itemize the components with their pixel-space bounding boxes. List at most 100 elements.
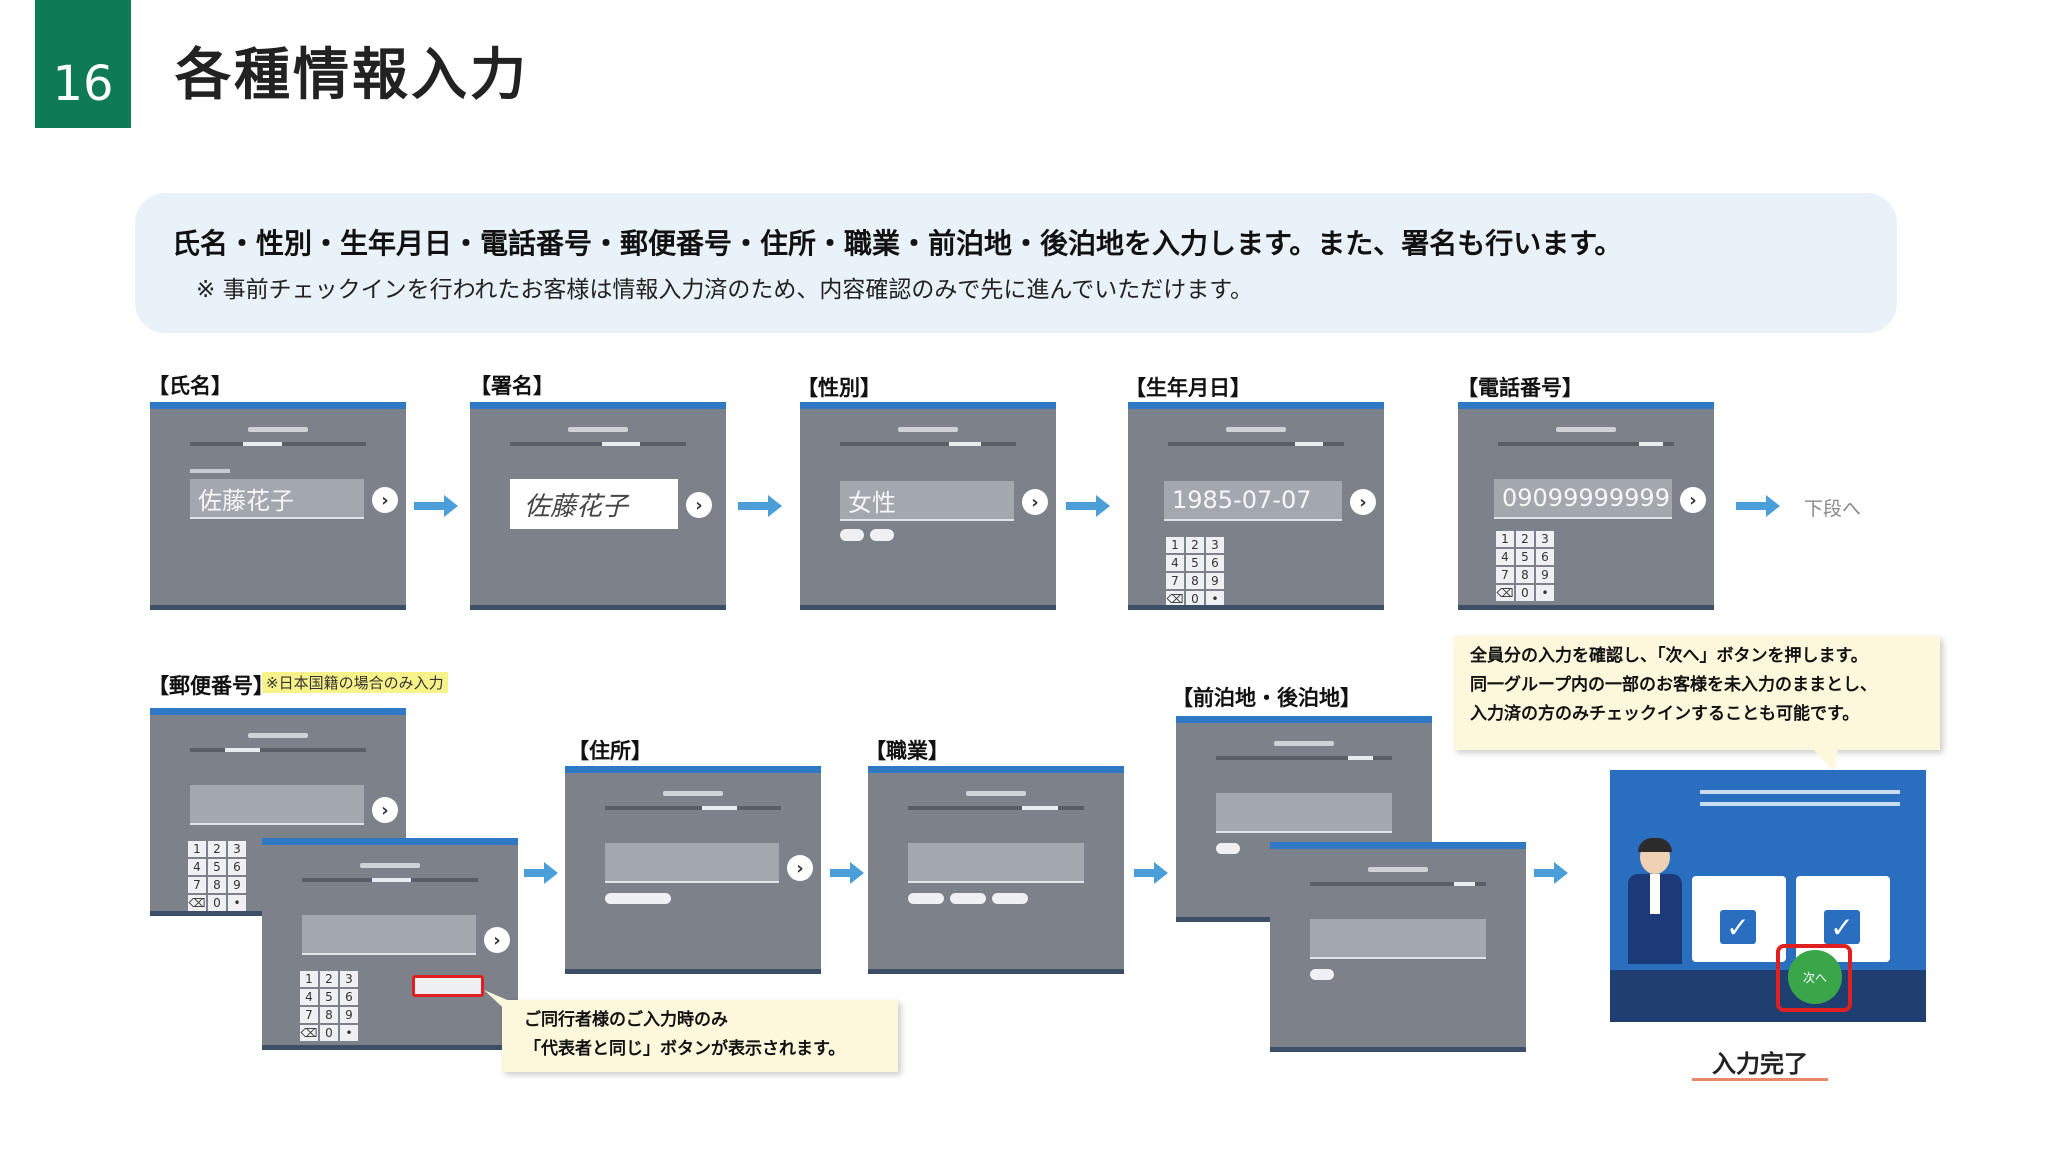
keypad-key[interactable]: 9 — [228, 877, 246, 893]
next-icon[interactable]: › — [372, 487, 398, 513]
stay-before-field[interactable] — [1216, 793, 1392, 833]
job-option-button[interactable] — [908, 893, 944, 904]
keypad-key[interactable]: 8 — [320, 1007, 338, 1023]
arrow-icon — [1066, 495, 1110, 517]
keypad-key[interactable]: 8 — [1516, 567, 1534, 583]
gender-option-button[interactable] — [870, 529, 894, 541]
none-button[interactable] — [1310, 969, 1334, 980]
keypad-key[interactable]: 8 — [1186, 573, 1204, 589]
keypad-key[interactable]: 2 — [208, 841, 226, 857]
next-icon[interactable]: › — [1022, 489, 1048, 515]
guest-card[interactable]: ✓ — [1692, 876, 1786, 962]
keypad-key[interactable]: 0 — [320, 1025, 338, 1041]
keypad-key[interactable]: 7 — [300, 1007, 318, 1023]
next-icon[interactable]: › — [686, 492, 712, 518]
step-label-stay: 【前泊地・後泊地】 — [1172, 686, 1361, 710]
keypad-key[interactable]: 2 — [320, 971, 338, 987]
next-icon[interactable]: › — [484, 927, 510, 953]
none-button[interactable] — [1216, 843, 1240, 854]
keypad-key[interactable]: 2 — [1516, 531, 1534, 547]
keypad-key[interactable]: 9 — [340, 1007, 358, 1023]
keypad-key[interactable]: 3 — [340, 971, 358, 987]
keypad-key[interactable]: 4 — [188, 859, 206, 875]
checkbox-icon[interactable]: ✓ — [1824, 910, 1860, 944]
keypad-key[interactable]: 1 — [1166, 537, 1184, 553]
arrow-icon — [738, 495, 782, 517]
keypad-key[interactable]: 2 — [1186, 537, 1204, 553]
keypad-key[interactable]: ⌫ — [300, 1025, 318, 1041]
next-icon[interactable]: › — [787, 855, 813, 881]
job-field[interactable] — [908, 843, 1084, 883]
gender-option-button[interactable] — [840, 529, 864, 541]
same-as-representative-button[interactable] — [412, 975, 484, 997]
postal-field[interactable] — [190, 785, 364, 825]
keypad-key[interactable]: 7 — [188, 877, 206, 893]
keypad-key[interactable]: 3 — [1536, 531, 1554, 547]
keypad-key[interactable]: 1 — [1496, 531, 1514, 547]
step-label-name: 【氏名】 — [148, 374, 232, 398]
keypad-key[interactable]: 1 — [188, 841, 206, 857]
callout-pointer — [1812, 748, 1838, 772]
keypad-key[interactable]: 5 — [208, 859, 226, 875]
page-number: 16 — [35, 0, 131, 128]
keypad-key[interactable]: ⌫ — [1496, 585, 1514, 601]
keypad-key[interactable]: 5 — [1516, 549, 1534, 565]
birthday-field[interactable]: 1985-07-07 — [1164, 481, 1342, 521]
next-button[interactable]: 次へ — [1788, 950, 1842, 1004]
keypad-key[interactable]: 6 — [1206, 555, 1224, 571]
phone-field[interactable]: 09099999999 — [1494, 479, 1672, 519]
keypad-key[interactable]: 0 — [1186, 591, 1204, 605]
checkbox-icon[interactable]: ✓ — [1720, 910, 1756, 944]
gender-field[interactable]: 女性 — [840, 481, 1014, 521]
keypad-key[interactable]: 3 — [228, 841, 246, 857]
name-field[interactable]: 佐藤花子 — [190, 479, 364, 519]
keypad-key[interactable]: 6 — [228, 859, 246, 875]
keypad-key[interactable]: 3 — [1206, 537, 1224, 553]
next-icon[interactable]: › — [1680, 487, 1706, 513]
keypad-key[interactable]: 8 — [208, 877, 226, 893]
keypad-key[interactable]: ⌫ — [1166, 591, 1184, 606]
keypad-key[interactable]: 9 — [1536, 567, 1554, 583]
tablet-name: 佐藤花子 › — [150, 402, 406, 610]
page-title: 各種情報入力 — [175, 43, 529, 108]
keypad-key[interactable]: • — [1536, 585, 1554, 601]
keypad-key[interactable]: 4 — [1166, 555, 1184, 571]
keypad-key[interactable]: 4 — [1496, 549, 1514, 565]
callout-pointer — [484, 990, 512, 1016]
keypad-key[interactable]: 6 — [1536, 549, 1554, 565]
next-icon[interactable]: › — [372, 797, 398, 823]
postal-note-tag: ※日本国籍の場合のみ入力 — [262, 672, 448, 693]
keypad-key[interactable]: 7 — [1496, 567, 1514, 583]
next-icon[interactable]: › — [1350, 489, 1376, 515]
keypad-key[interactable]: ⌫ — [188, 895, 206, 911]
intro-panel — [135, 193, 1897, 333]
keypad-key[interactable]: 4 — [300, 989, 318, 1005]
keypad-key[interactable]: • — [1206, 591, 1224, 605]
address-search-button[interactable] — [605, 893, 671, 904]
address-field[interactable] — [605, 843, 779, 883]
keypad-key[interactable]: 7 — [1166, 573, 1184, 589]
job-option-button[interactable] — [992, 893, 1028, 904]
confirm-callout-line2: 同一グループ内の一部のお客様を未入力のままとし、 — [1470, 675, 1877, 695]
keypad-key[interactable]: 1 — [300, 971, 318, 987]
job-option-button[interactable] — [950, 893, 986, 904]
keypad-key[interactable]: • — [228, 895, 246, 911]
postal-field[interactable] — [302, 915, 476, 955]
tablet-gender: 女性 › — [800, 402, 1056, 610]
keypad-key[interactable]: 5 — [320, 989, 338, 1005]
keypad-key[interactable]: 5 — [1186, 555, 1204, 571]
keypad-key[interactable]: 0 — [208, 895, 226, 911]
confirm-callout: 全員分の入力を確認し、「次へ」ボタンを押します。 同一グループ内の一部のお客様を… — [1454, 636, 1940, 750]
keypad-key[interactable]: • — [340, 1025, 358, 1041]
keypad-key[interactable]: 0 — [1516, 585, 1534, 601]
keypad-key[interactable]: 6 — [340, 989, 358, 1005]
signature-pad[interactable]: 佐藤花子 — [510, 479, 678, 529]
stay-after-field[interactable] — [1310, 919, 1486, 959]
keypad-key[interactable]: 9 — [1206, 573, 1224, 589]
confirm-callout-line1: 全員分の入力を確認し、「次へ」ボタンを押します。 — [1470, 646, 1868, 666]
